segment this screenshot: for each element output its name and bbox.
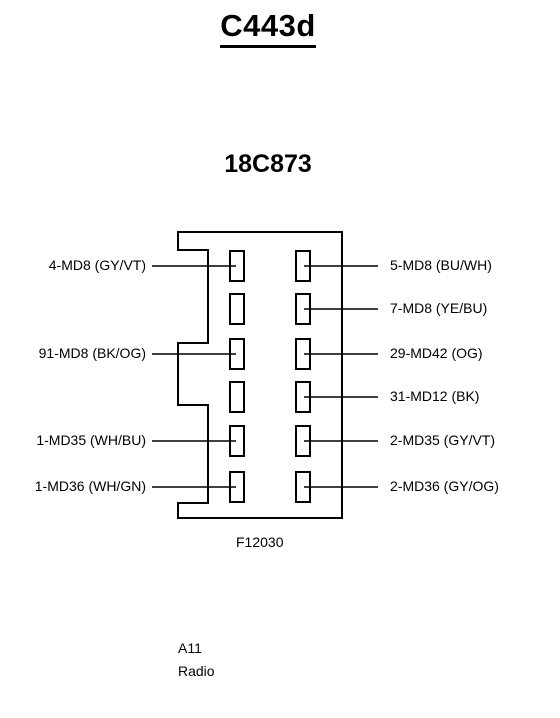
- connector-housing: [177, 231, 343, 519]
- pin-label-left-3: 91-MD8 (BK/OG): [38, 345, 146, 361]
- figure-id: F12030: [236, 534, 284, 550]
- pin-label-right-3: 29-MD42 (OG): [390, 345, 483, 361]
- pin-label-right-2: 7-MD8 (YE/BU): [390, 300, 488, 316]
- location-code: A11: [178, 640, 202, 656]
- pin-label-left-1: 4-MD8 (GY/VT): [48, 257, 146, 273]
- pin-cavity-left-2: [229, 293, 245, 325]
- connector-title: C443d: [0, 8, 536, 48]
- part-number: 18C873: [224, 150, 312, 178]
- pin-label-left-6: 1-MD36 (WH/GN): [34, 478, 146, 494]
- pin-label-right-1: 5-MD8 (BU/WH): [390, 257, 492, 273]
- pin-label-left-5: 1-MD35 (WH/BU): [36, 432, 146, 448]
- pin-label-right-6: 2-MD36 (GY/OG): [390, 478, 499, 494]
- pin-label-right-4: 31-MD12 (BK): [390, 388, 480, 404]
- pin-label-right-5: 2-MD35 (GY/VT): [390, 432, 496, 448]
- pin-cavity-left-4: [229, 381, 245, 413]
- location-name: Radio: [178, 663, 215, 679]
